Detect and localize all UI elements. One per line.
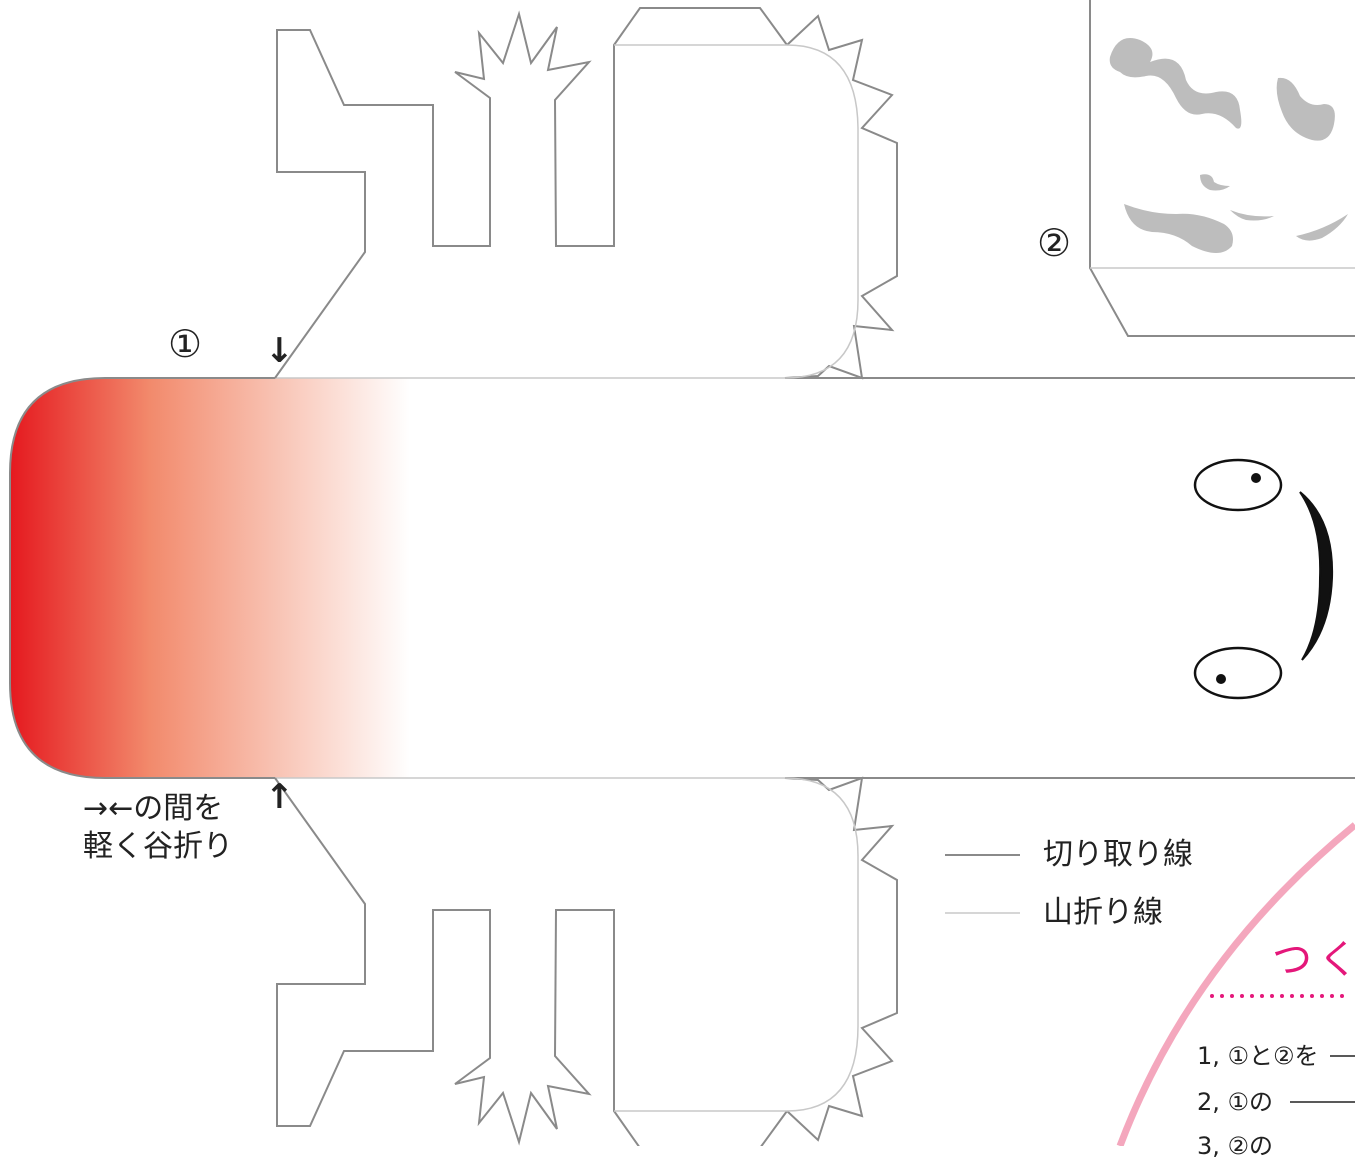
separator-dot — [1310, 994, 1314, 998]
separator-dot — [1340, 994, 1344, 998]
upper-head-fold — [614, 44, 859, 379]
arrow-down-icon: ↓ — [265, 331, 294, 371]
separator-dot — [1230, 994, 1234, 998]
lower-pupil — [1216, 674, 1226, 684]
lower-head-teeth — [784, 776, 898, 1142]
legend-cut-label: 切り取り線 — [1043, 837, 1193, 872]
lower-fin-flap — [274, 777, 788, 1146]
mouth — [1299, 491, 1334, 661]
upper-pupil — [1251, 473, 1261, 483]
separator-dot — [1280, 994, 1284, 998]
spot-pattern — [1109, 38, 1348, 253]
lower-head-fold — [614, 777, 859, 1112]
separator-dot — [1290, 994, 1294, 998]
part-two-panel — [1089, 0, 1355, 337]
separator-dot — [1250, 994, 1254, 998]
separator-dot — [1260, 994, 1264, 998]
lower-eye — [1193, 646, 1283, 700]
dotted-separator — [1210, 994, 1344, 998]
upper-head-teeth — [784, 14, 898, 380]
separator-dot — [1330, 994, 1334, 998]
separator-dot — [1320, 994, 1324, 998]
instruction-step-3: 3, ②の — [1197, 1132, 1274, 1160]
arrow-up-icon: ↑ — [265, 777, 294, 817]
part-one-label: ① — [168, 322, 203, 366]
face — [1193, 458, 1334, 700]
instruction-step-1: 1, ①と②を — [1197, 1042, 1319, 1070]
upper-eye — [1193, 458, 1283, 512]
separator-dot — [1210, 994, 1214, 998]
legend-fold-label: 山折り線 — [1043, 895, 1163, 930]
body-strip — [10, 378, 1355, 778]
separator-dot — [1300, 994, 1304, 998]
instruction-step-2: 2, ①の — [1197, 1088, 1274, 1116]
instructions-arc — [1116, 822, 1355, 1146]
part-two-label: ② — [1037, 221, 1072, 265]
body-outline-left — [9, 377, 275, 779]
separator-dot — [1270, 994, 1274, 998]
separator-dot — [1240, 994, 1244, 998]
upper-fin-flap — [274, 7, 788, 379]
valley-fold-note: →←の間を 軽く谷折り — [83, 791, 233, 864]
instructions-title: つく — [1272, 937, 1355, 983]
separator-dot — [1220, 994, 1224, 998]
